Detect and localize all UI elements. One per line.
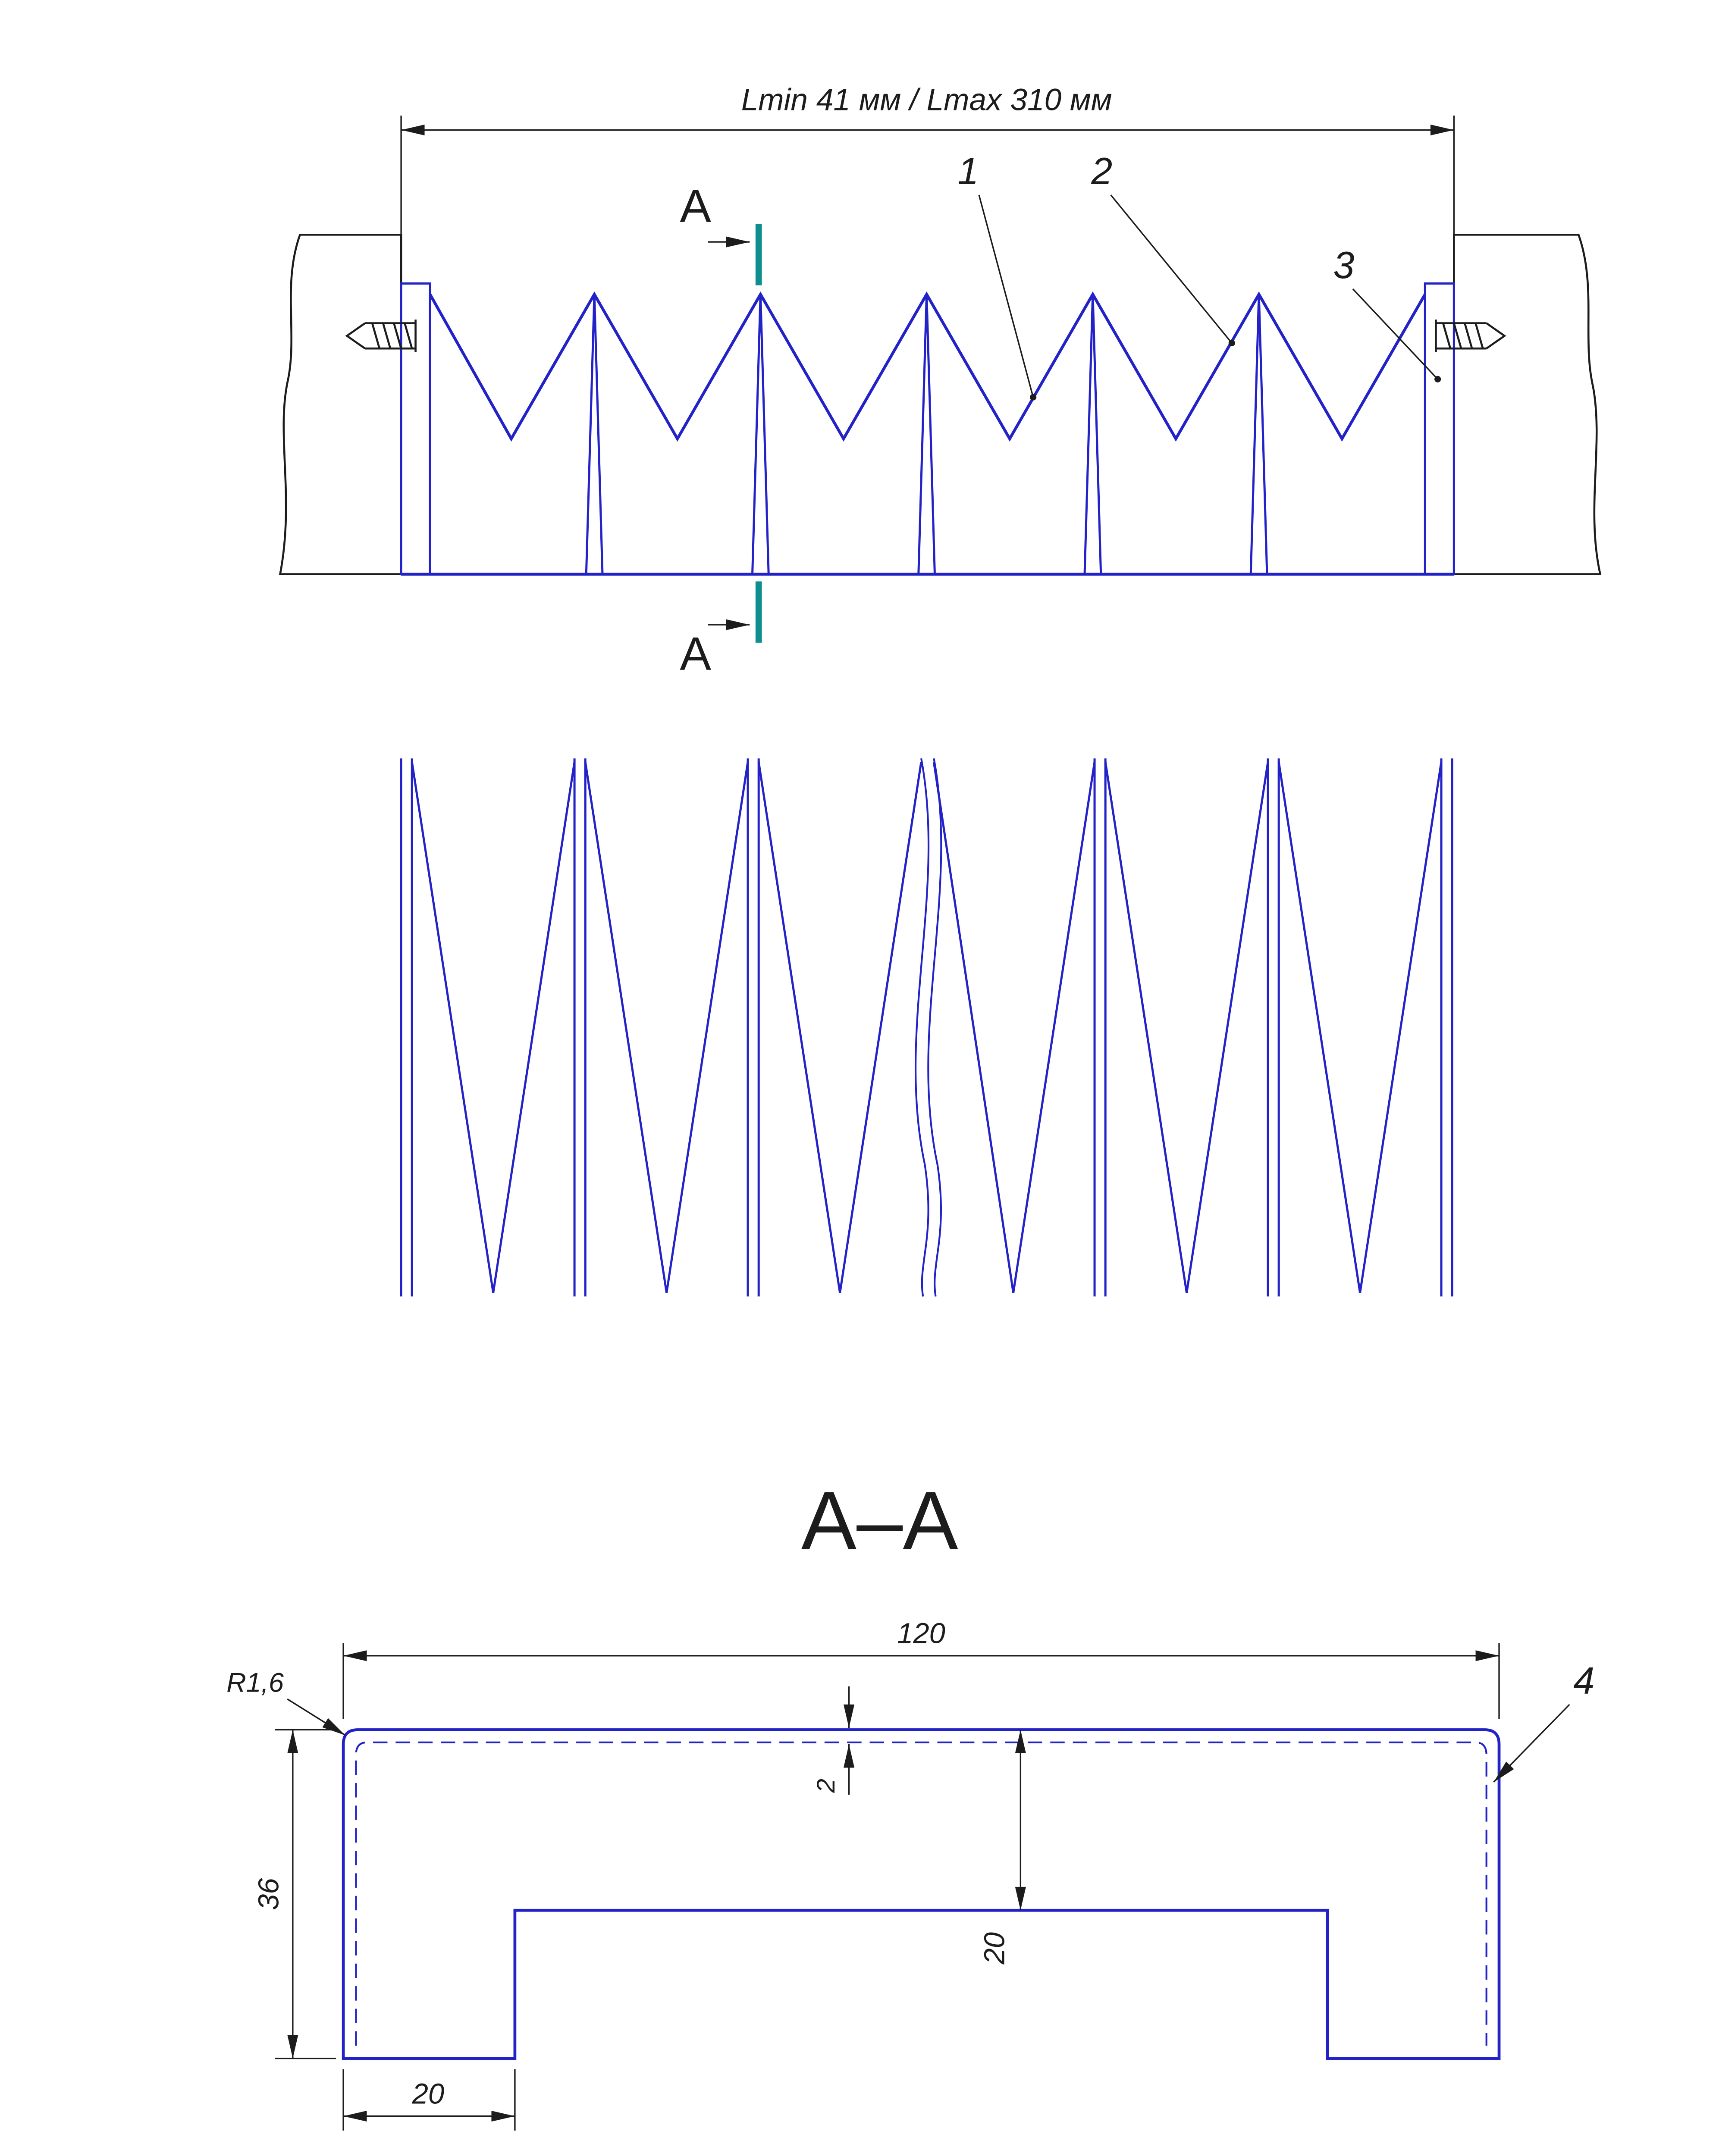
dim-36-label: 36 — [252, 1878, 285, 1910]
callout-leader — [1493, 1704, 1570, 1783]
callout-leaders — [978, 194, 1438, 398]
callouts: 1 2 3 — [957, 150, 1441, 401]
dim-radius-label: R1,6 — [226, 1668, 284, 1698]
dim-height: 36 — [252, 1729, 336, 2059]
leader-dot-1 — [1030, 394, 1037, 401]
folded-view — [400, 758, 1453, 1297]
callout-4: 4 — [1573, 1659, 1594, 1702]
bellows-ribs — [585, 294, 1268, 574]
dim-radius: R1,6 — [226, 1668, 346, 1736]
left-screw-icon — [345, 320, 417, 352]
fold-diagonals — [411, 761, 1443, 1293]
top-view: Lmin 41 мм / Lmax 310 мм A A 1 2 3 — [279, 83, 1602, 680]
profile-outline — [342, 1728, 1501, 2060]
length-dimension-label: Lmin 41 мм / Lmax 310 мм — [741, 83, 1112, 117]
dim-20-depth-label: 20 — [979, 1932, 1011, 1965]
section-letter-bottom: A — [680, 628, 711, 680]
dim-width: 120 — [342, 1617, 1500, 1719]
break-curve — [915, 758, 942, 1297]
callout-1: 1 — [957, 150, 979, 192]
dim-2-label: 2 — [812, 1779, 840, 1793]
leader-dot-2 — [1228, 340, 1235, 347]
section-letter-top: A — [680, 180, 711, 232]
length-dimension: Lmin 41 мм / Lmax 310 мм — [400, 83, 1455, 271]
fold-verticals — [400, 758, 1453, 1297]
dim-20-flange-label: 20 — [412, 2078, 445, 2110]
callout-4-group: 4 — [1493, 1659, 1594, 1783]
section-title: A–A — [801, 1474, 959, 1567]
extension-lines — [400, 115, 1455, 271]
extension-lines — [342, 1643, 1500, 1719]
dim-flange: 20 — [342, 2069, 516, 2131]
dim-depth: 20 — [979, 1730, 1026, 1965]
section-view: A–A 120 R1,6 36 2 20 — [226, 1474, 1594, 2131]
extension-lines — [274, 1729, 336, 2059]
dim-thickness: 2 — [812, 1686, 855, 1795]
left-wall — [279, 234, 402, 575]
right-screw-icon — [1435, 320, 1506, 352]
callout-3: 3 — [1333, 244, 1354, 286]
seal-contour-dashed — [355, 1741, 1487, 2046]
section-cut-marks: A A — [680, 180, 762, 680]
right-flange — [1424, 282, 1455, 576]
callout-2: 2 — [1091, 150, 1112, 192]
dim-120-label: 120 — [897, 1617, 945, 1650]
leader-dot-3 — [1434, 376, 1441, 382]
right-wall — [1453, 234, 1602, 575]
